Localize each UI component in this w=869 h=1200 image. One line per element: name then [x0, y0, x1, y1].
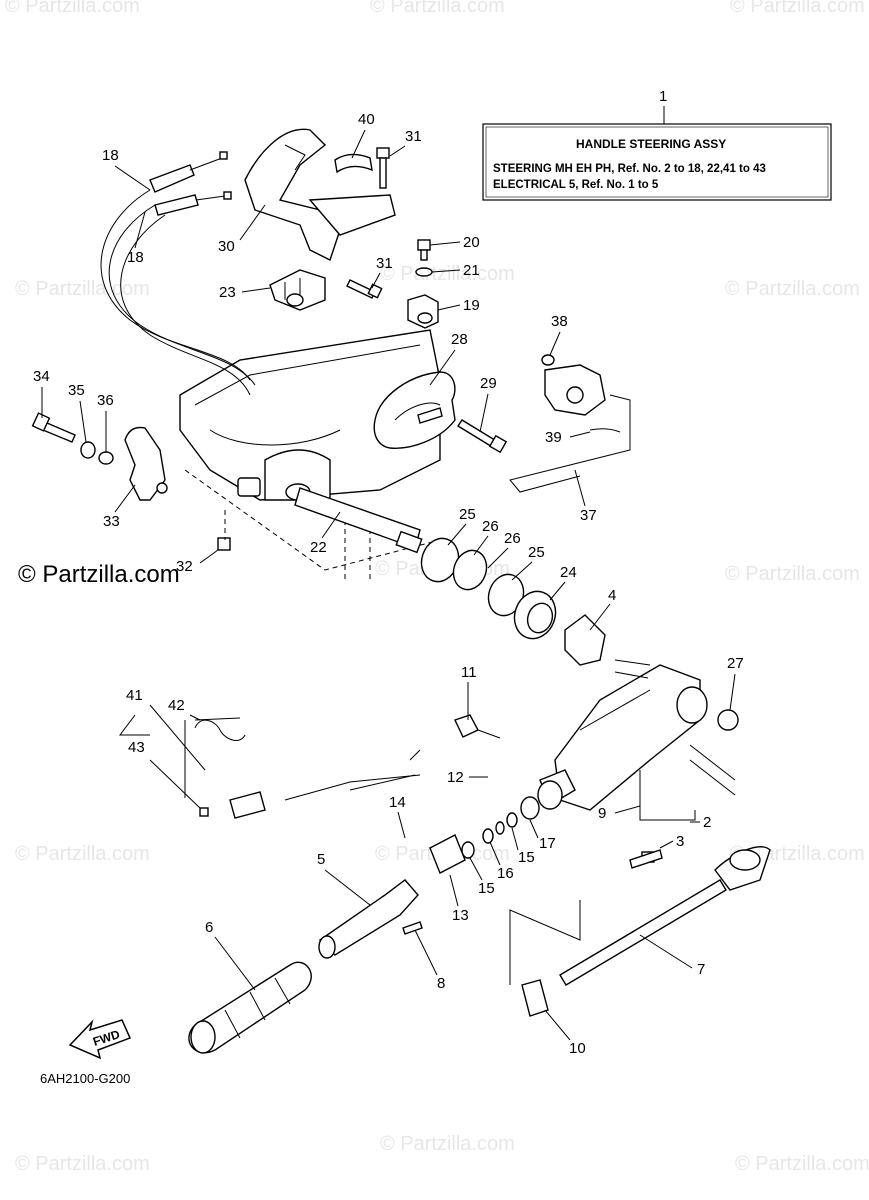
- watermark: © Partzilla.com: [730, 0, 865, 17]
- callout-36: 36: [97, 392, 114, 409]
- callout-26a: 26: [482, 518, 499, 535]
- diagram-code: 6AH2100-G200: [40, 1071, 130, 1086]
- callout-8: 8: [437, 975, 445, 992]
- callout-30: 30: [218, 238, 235, 255]
- callout-18b: 18: [127, 249, 144, 266]
- callout-12: 12: [447, 769, 464, 786]
- info-box: 1 HANDLE STEERING ASSY STEERING MH EH PH…: [482, 88, 832, 201]
- watermark: © Partzilla.com: [380, 263, 515, 285]
- info-line-1: STEERING MH EH PH, Ref. No. 2 to 18, 22,…: [493, 163, 766, 175]
- callout-42: 42: [168, 697, 185, 714]
- callout-5: 5: [317, 851, 325, 868]
- callout-31b: 31: [376, 255, 393, 272]
- watermark: © Partzilla.com: [725, 278, 860, 300]
- watermark: © Partzilla.com: [725, 563, 860, 585]
- callout-38: 38: [551, 313, 568, 330]
- callout-34: 34: [33, 368, 50, 385]
- callout-33: 33: [103, 513, 120, 530]
- callout-27: 27: [727, 655, 744, 672]
- callout-26b: 26: [504, 530, 521, 547]
- callout-25a: 25: [459, 506, 476, 523]
- callout-1: 1: [659, 88, 667, 105]
- callout-3: 3: [676, 833, 684, 850]
- callout-24: 24: [560, 564, 577, 581]
- callout-25b: 25: [528, 544, 545, 561]
- callout-2: 2: [703, 814, 711, 831]
- callouts: 2 3 4 5 6 7 8 9 10 11 12 13 14 15 15 16 …: [33, 111, 744, 1057]
- callout-22: 22: [310, 539, 327, 556]
- callout-40: 40: [358, 111, 375, 128]
- info-title: HANDLE STEERING ASSY: [576, 137, 726, 151]
- callout-18a: 18: [102, 147, 119, 164]
- watermark: © Partzilla.com: [5, 0, 140, 17]
- callout-32: 32: [176, 558, 193, 575]
- callout-16: 16: [497, 865, 514, 882]
- callout-15a: 15: [478, 880, 495, 897]
- callout-14: 14: [389, 794, 406, 811]
- callout-9: 9: [598, 805, 606, 822]
- watermark: © Partzilla.com: [370, 0, 505, 17]
- callout-29: 29: [480, 375, 497, 392]
- callout-20: 20: [463, 234, 480, 251]
- callout-35: 35: [68, 382, 85, 399]
- callout-28: 28: [451, 331, 468, 348]
- callout-41: 41: [126, 687, 143, 704]
- callout-43: 43: [128, 739, 145, 756]
- watermark: © Partzilla.com: [380, 1133, 515, 1155]
- callout-15b: 15: [518, 849, 535, 866]
- info-line-2: ELECTRICAL 5, Ref. No. 1 to 5: [493, 179, 659, 191]
- callout-13: 13: [452, 907, 469, 924]
- right-parts: [509, 354, 631, 493]
- tiller-handle: [537, 659, 739, 869]
- callout-4: 4: [608, 587, 616, 604]
- callout-11: 11: [461, 664, 477, 681]
- callout-19: 19: [463, 297, 480, 314]
- callout-17: 17: [539, 835, 556, 852]
- callout-21: 21: [463, 262, 480, 279]
- callout-7: 7: [697, 961, 705, 978]
- callout-37: 37: [580, 507, 597, 524]
- callout-31a: 31: [405, 128, 422, 145]
- callout-23: 23: [219, 284, 236, 301]
- watermarks: © Partzilla.com © Partzilla.com © Partzi…: [5, 0, 869, 1175]
- watermark: © Partzilla.com: [735, 1153, 869, 1175]
- watermark: © Partzilla.com: [15, 278, 150, 300]
- throttle-parts: [184, 714, 771, 1054]
- fwd-arrow-icon: FWD: [68, 1019, 132, 1060]
- throttle-cables: [100, 151, 256, 396]
- callout-10: 10: [569, 1040, 586, 1057]
- seals: [420, 537, 606, 666]
- watermark-main: © Partzilla.com: [18, 561, 180, 588]
- callout-39: 39: [545, 429, 562, 446]
- bracket-assembly: [179, 128, 508, 580]
- watermark: © Partzilla.com: [15, 1153, 150, 1175]
- watermark: © Partzilla.com: [15, 843, 150, 865]
- left-parts: [31, 412, 231, 551]
- callout-6: 6: [205, 919, 213, 936]
